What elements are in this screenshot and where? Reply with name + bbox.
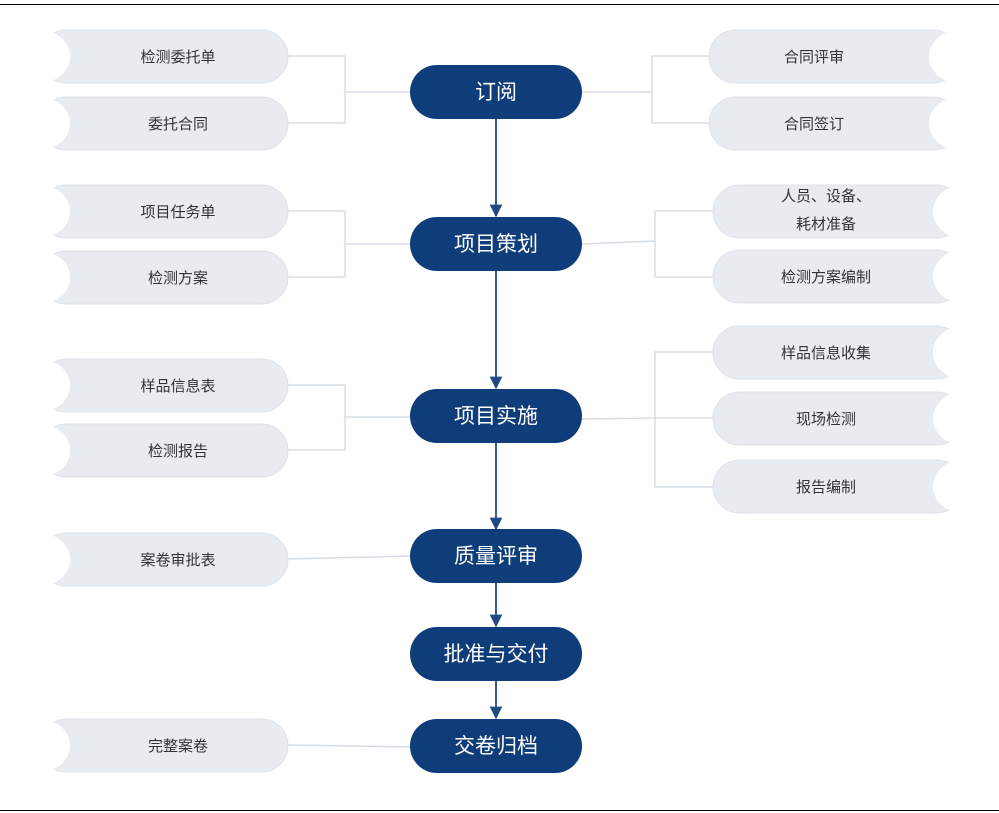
left-item: 项目任务单 (0, 184, 289, 239)
bottom-rule (0, 810, 999, 811)
left-item-label: 项目任务单 (140, 203, 215, 221)
left-item-label: 检测报告 (148, 442, 208, 460)
left-item-label: 案卷审批表 (140, 551, 215, 569)
left-item-label: 检测委托单 (140, 48, 215, 66)
main-node-quality-review: 质量评审 (410, 529, 582, 583)
connector-left-1 (288, 55, 411, 93)
left-item: 完整案卷 (0, 718, 289, 773)
right-item: 报告编制 (712, 459, 999, 514)
left-connectors (287, 55, 412, 748)
main-nodes: 订阅 项目策划 项目实施 质量评审 批准与交付 交卷归档 (410, 65, 582, 773)
connector-right-3 (581, 210, 714, 245)
connector-right-5 (581, 351, 714, 420)
right-item-label-line: 耗材准备 (796, 215, 856, 233)
connector-right-7 (654, 418, 714, 488)
left-item: 案卷审批表 (0, 532, 289, 587)
right-item: 样品信息收集 (712, 325, 999, 380)
connector-left-3 (288, 210, 411, 245)
right-item: 人员、设备、 耗材准备 (712, 184, 999, 239)
top-rule (0, 4, 999, 5)
left-item-label: 检测方案 (148, 269, 208, 287)
main-node-planning: 项目策划 (410, 217, 582, 271)
connector-right-1 (582, 55, 710, 93)
right-item: 合同签订 (708, 96, 999, 151)
right-item: 现场检测 (712, 391, 999, 446)
connector-left-5 (288, 384, 411, 418)
right-item-label: 检测方案编制 (781, 268, 871, 286)
main-node-implementation: 项目实施 (410, 389, 582, 443)
main-node-label: 批准与交付 (444, 642, 549, 666)
left-item: 检测委托单 (0, 29, 289, 84)
right-item-label-line: 人员、设备、 (781, 187, 871, 205)
left-item-label: 委托合同 (148, 115, 208, 133)
right-item-label: 合同签订 (784, 115, 844, 133)
right-connectors (581, 55, 714, 488)
main-node-subscribe: 订阅 (410, 65, 582, 119)
left-item-label: 样品信息表 (140, 377, 215, 395)
main-node-label: 质量评审 (454, 544, 538, 568)
main-node-label: 项目实施 (454, 404, 538, 428)
connector-right-2 (651, 92, 710, 124)
right-item-label: 报告编制 (796, 478, 856, 496)
main-node-label: 交卷归档 (454, 734, 538, 758)
left-item: 样品信息表 (0, 358, 289, 413)
right-item-label: 现场检测 (796, 410, 856, 428)
left-item: 检测方案 (0, 250, 289, 305)
right-item: 合同评审 (708, 29, 999, 84)
main-node-label: 项目策划 (454, 232, 538, 256)
left-items: 检测委托单 委托合同 项目任务单 检测方案 样品信息表 (0, 29, 289, 773)
right-item-label: 合同评审 (784, 48, 844, 66)
left-item: 委托合同 (0, 96, 289, 151)
left-item: 检测报告 (0, 423, 289, 478)
right-items: 合同评审 合同签订 人员、设备、 耗材准备 检测方案编制 样品信息收集 (708, 29, 999, 514)
connector-left-7 (287, 555, 412, 560)
connector-left-2 (288, 92, 346, 124)
main-node-label: 订阅 (475, 80, 517, 104)
right-item-label: 样品信息收集 (781, 344, 871, 362)
main-node-approval-delivery: 批准与交付 (410, 627, 582, 681)
main-node-archive: 交卷归档 (410, 719, 582, 773)
left-item-label: 完整案卷 (148, 737, 208, 755)
right-item: 检测方案编制 (712, 249, 999, 304)
connector-left-8 (287, 744, 412, 748)
connector-left-4 (288, 244, 346, 278)
connector-left-6 (288, 417, 346, 451)
connector-right-4 (654, 241, 714, 278)
